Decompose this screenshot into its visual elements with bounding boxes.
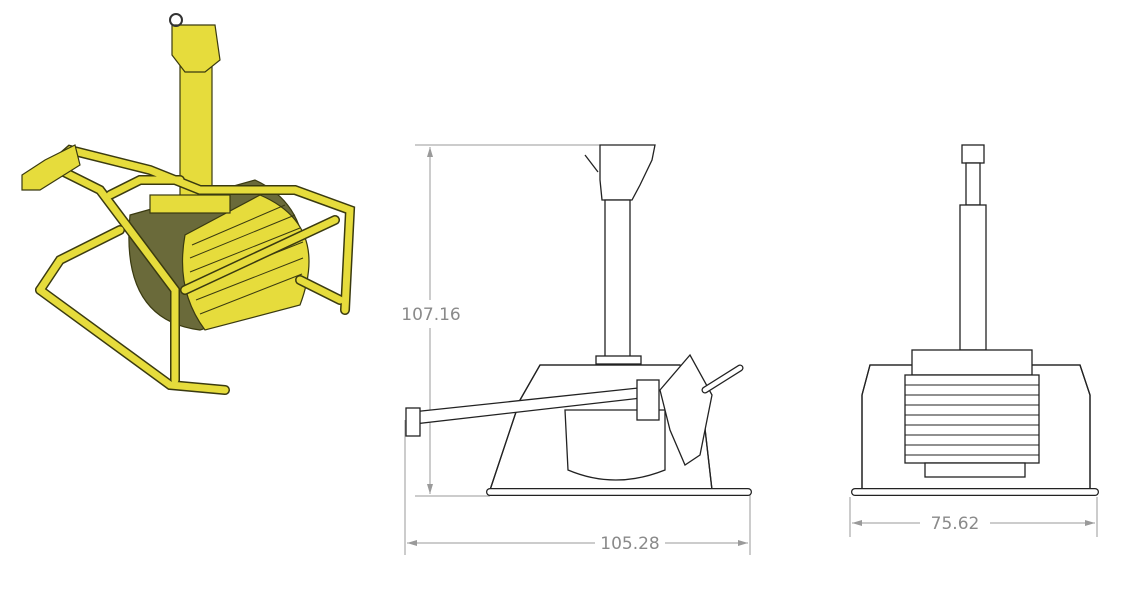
drum: [564, 409, 666, 481]
mast-base: [149, 194, 231, 214]
width-dimension-label: 105.28: [600, 534, 659, 554]
lifting-shackle-icon: [169, 13, 183, 27]
front-grille-slats: [905, 384, 1039, 456]
mast-head: [171, 24, 221, 73]
mast: [604, 199, 631, 359]
front-mast: [959, 204, 987, 351]
mast-head-plate: [599, 144, 656, 201]
front-mast-head: [961, 144, 985, 164]
front-view: 75.62: [849, 144, 1099, 537]
front-grille: [904, 374, 1040, 464]
grille-housing: [659, 353, 713, 466]
isometric-view: [21, 13, 356, 395]
front-width-dimension-label: 75.62: [931, 514, 980, 534]
height-dimension-label: 107.16: [401, 305, 460, 325]
side-view: 107.16 105.28: [401, 144, 752, 555]
arm-end-bracket: [21, 144, 81, 191]
